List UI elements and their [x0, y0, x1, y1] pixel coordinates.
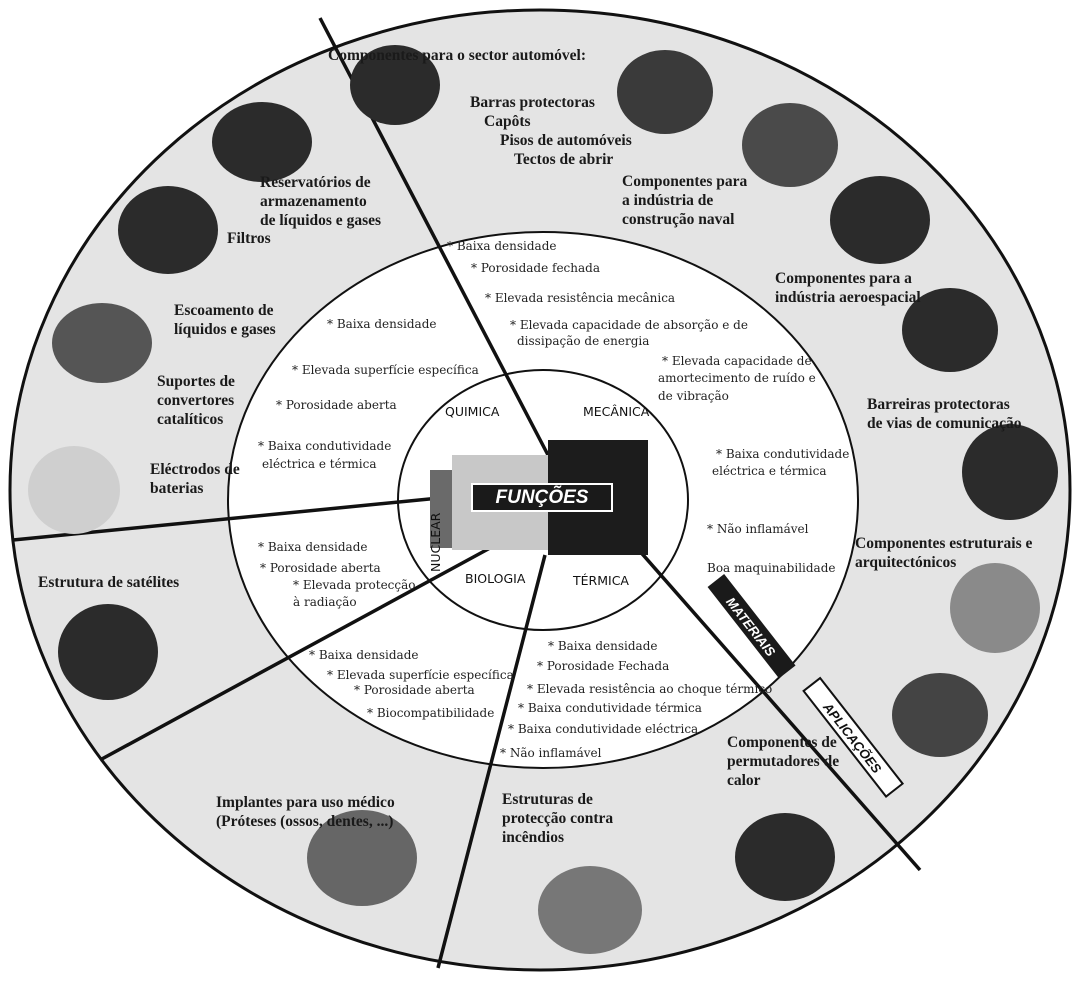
svg-text:Pisos de automóveis: Pisos de automóveis — [500, 132, 632, 149]
svg-text:* Elevada capacidade de: * Elevada capacidade de — [662, 354, 812, 368]
app-satelites: Estrutura de satélites — [38, 574, 179, 591]
app-incendios: Estruturas de protecção contra incêndios — [502, 791, 613, 846]
svg-text:Barreiras protectoras: Barreiras protectoras — [867, 396, 1010, 413]
svg-text:de líquidos e gases: de líquidos e gases — [260, 212, 381, 229]
svg-text:eléctrica e térmica: eléctrica e térmica — [712, 464, 827, 478]
svg-text:* Elevada protecção: * Elevada protecção — [293, 578, 415, 592]
svg-text:à radiação: à radiação — [293, 595, 357, 609]
function-termica: TÉRMICA — [572, 573, 629, 588]
svg-text:construção naval: construção naval — [622, 211, 735, 228]
svg-text:Componentes para o sector auto: Componentes para o sector automóvel: — [328, 47, 586, 64]
svg-text:armazenamento: armazenamento — [260, 193, 367, 210]
svg-text:Filtros: Filtros — [227, 230, 271, 247]
svg-text:Reservatórios de: Reservatórios de — [260, 174, 371, 191]
svg-text:Eléctrodos de: Eléctrodos de — [150, 461, 240, 478]
svg-text:de vias de comunicação: de vias de comunicação — [867, 415, 1022, 432]
nuclear-properties: * Baixa densidade * Porosidade aberta * … — [258, 540, 415, 609]
svg-text:eléctrica e térmica: eléctrica e térmica — [262, 457, 377, 471]
svg-text:* Baixa condutividade eléctric: * Baixa condutividade eléctrica — [508, 722, 698, 736]
app-suportes: Suportes de convertores catalíticos — [157, 373, 235, 428]
app-permutadores: Componentes de permutadores de calor — [727, 734, 839, 789]
divider-line — [628, 538, 922, 872]
svg-text:* Baixa densidade: * Baixa densidade — [548, 639, 658, 653]
svg-text:indústria aeroespacial: indústria aeroespacial — [775, 289, 921, 306]
svg-text:* Baixa condutividade térmica: * Baixa condutividade térmica — [518, 701, 702, 715]
funcoes-title: FUNÇÕES — [496, 486, 589, 508]
svg-text:amortecimento de ruído e: amortecimento de ruído e — [658, 371, 816, 385]
app-automovel: Componentes para o sector automóvel: Bar… — [328, 47, 632, 168]
app-aeroespacial: Componentes para a indústria aeroespacia… — [775, 270, 921, 306]
svg-text:* Baixa densidade: * Baixa densidade — [258, 540, 368, 554]
svg-text:* Elevada resistência mecânica: * Elevada resistência mecânica — [485, 291, 675, 305]
svg-text:Componentes para: Componentes para — [622, 173, 748, 190]
svg-text:* Porosidade aberta: * Porosidade aberta — [276, 398, 397, 412]
app-reservatorios: Reservatórios de armazenamento de líquid… — [260, 174, 381, 229]
biologia-properties: * Baixa densidade * Elevada superfície e… — [309, 648, 514, 720]
svg-text:* Porosidade Fechada: * Porosidade Fechada — [537, 659, 669, 673]
svg-text:Componentes estruturais e: Componentes estruturais e — [855, 535, 1032, 552]
svg-text:* Baixa densidade: * Baixa densidade — [447, 239, 557, 253]
app-escoamento: Escoamento de líquidos e gases — [174, 302, 276, 338]
nuclear-image — [430, 470, 452, 548]
svg-text:Tectos de abrir: Tectos de abrir — [514, 151, 613, 168]
svg-text:líquidos e gases: líquidos e gases — [174, 321, 276, 338]
svg-text:* Elevada capacidade de absorç: * Elevada capacidade de absorção e de — [510, 318, 748, 332]
svg-text:* Porosidade aberta: * Porosidade aberta — [354, 683, 475, 697]
function-biologia: BIOLOGIA — [465, 571, 526, 586]
svg-text:incêndios: incêndios — [502, 829, 564, 846]
svg-text:arquitectónicos: arquitectónicos — [855, 554, 956, 571]
termica-properties: * Baixa densidade * Porosidade Fechada *… — [500, 639, 772, 760]
divider-line — [12, 493, 471, 542]
svg-text:Boa maquinabilidade: Boa maquinabilidade — [707, 561, 836, 575]
svg-text:de vibração: de vibração — [658, 389, 729, 403]
svg-text:* Porosidade aberta: * Porosidade aberta — [260, 561, 381, 575]
svg-text:protecção contra: protecção contra — [502, 810, 613, 827]
svg-text:permutadores de: permutadores de — [727, 753, 839, 770]
app-estruturais: Componentes estruturais e arquitectónico… — [855, 535, 1032, 571]
app-implantes: Implantes para uso médico (Próteses (oss… — [216, 794, 395, 830]
svg-text:* Biocompatibilidade: * Biocompatibilidade — [367, 706, 494, 720]
divider-line — [436, 554, 547, 969]
svg-text:Capôts: Capôts — [484, 113, 531, 130]
app-naval: Componentes para a indústria de construç… — [622, 173, 748, 228]
application-photos — [28, 45, 1058, 954]
svg-text:calor: calor — [727, 772, 761, 789]
divider-line — [99, 546, 491, 762]
function-mecanica: MECÂNICA — [583, 404, 650, 419]
svg-text:* Baixa densidade: * Baixa densidade — [327, 317, 437, 331]
svg-text:Barras protectoras: Barras protectoras — [470, 94, 595, 111]
svg-text:* Baixa densidade: * Baixa densidade — [309, 648, 419, 662]
svg-text:catalíticos: catalíticos — [157, 411, 223, 428]
svg-text:Escoamento de: Escoamento de — [174, 302, 274, 319]
app-barreiras: Barreiras protectoras de vias de comunic… — [867, 396, 1022, 432]
svg-text:* Porosidade fechada: * Porosidade fechada — [471, 261, 600, 275]
svg-text:* Baixa condutividade: * Baixa condutividade — [258, 439, 391, 453]
svg-text:convertores: convertores — [157, 392, 234, 409]
svg-text:Componentes de: Componentes de — [727, 734, 837, 751]
svg-text:a indústria de: a indústria de — [622, 192, 713, 209]
svg-text:Componentes para a: Componentes para a — [775, 270, 912, 287]
svg-text:* Não inflamável: * Não inflamável — [707, 522, 809, 536]
svg-text:* Elevada superfície específic: * Elevada superfície específica — [292, 363, 479, 377]
svg-text:* Não inflamável: * Não inflamável — [500, 746, 602, 760]
svg-text:Estruturas de: Estruturas de — [502, 791, 593, 808]
svg-text:Suportes de: Suportes de — [157, 373, 235, 390]
mecanica-properties: * Baixa densidade * Porosidade fechada *… — [447, 239, 849, 575]
svg-text:dissipação de energia: dissipação de energia — [517, 334, 649, 348]
app-electrodos: Eléctrodos de baterias — [150, 461, 240, 497]
svg-text:Implantes para uso médico: Implantes para uso médico — [216, 794, 395, 811]
quimica-properties: * Baixa densidade * Elevada superfície e… — [258, 317, 479, 471]
svg-text:baterias: baterias — [150, 480, 203, 497]
app-filtros: Filtros — [227, 230, 271, 247]
funcoes-banner — [471, 483, 613, 512]
function-nuclear: NUCLEAR — [428, 512, 443, 572]
svg-text:(Próteses (ossos, dentes, ...): (Próteses (ossos, dentes, ...) — [216, 813, 393, 830]
svg-text:* Elevada resistência ao choqu: * Elevada resistência ao choque térmico — [527, 682, 772, 696]
svg-text:* Baixa condutividade: * Baixa condutividade — [716, 447, 849, 461]
svg-text:* Elevada superfície específic: * Elevada superfície específica — [327, 668, 514, 682]
svg-text:Estrutura de satélites: Estrutura de satélites — [38, 574, 179, 591]
function-quimica: QUIMICA — [445, 404, 500, 419]
